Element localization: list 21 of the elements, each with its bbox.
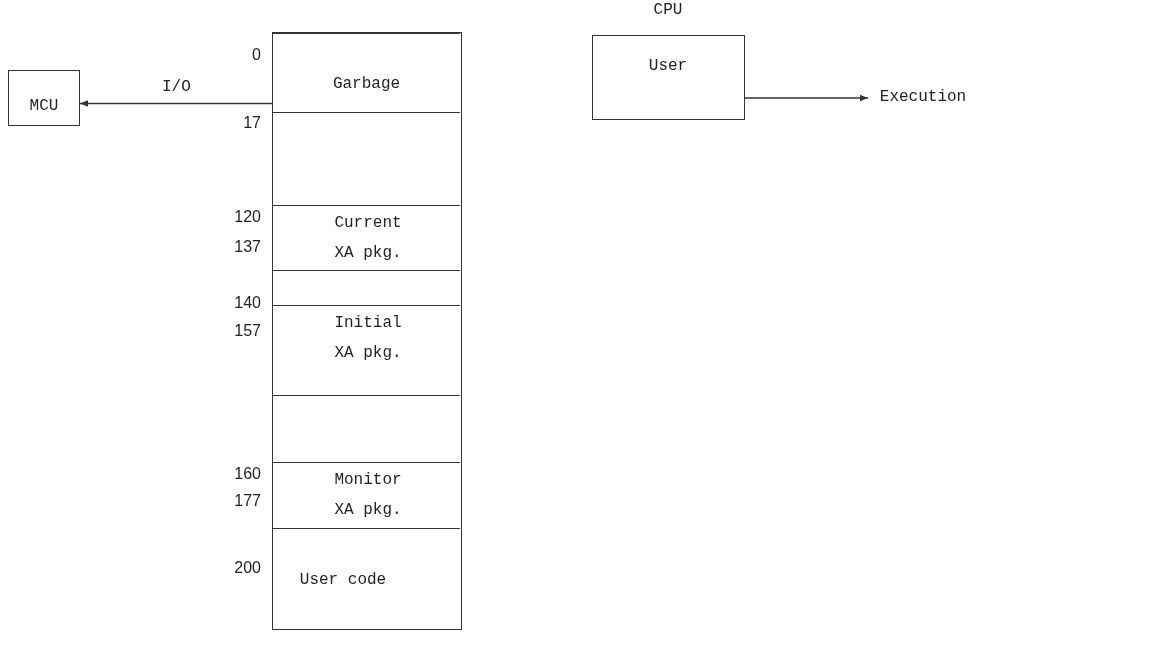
address-label: 120 bbox=[233, 208, 261, 226]
box-label: Monitor XA pkg. bbox=[333, 470, 403, 521]
box bbox=[8, 70, 80, 126]
arrow bbox=[79, 100, 274, 107]
box-label: Current XA pkg. bbox=[333, 213, 403, 264]
address-label: 17 bbox=[242, 114, 261, 132]
address-label: 0 bbox=[251, 46, 261, 64]
address-label: 157 bbox=[233, 322, 261, 340]
address-label: 177 bbox=[233, 492, 261, 510]
arrow bbox=[744, 94, 869, 102]
address-label: 137 bbox=[233, 238, 261, 256]
address-label: 160 bbox=[233, 465, 261, 483]
heading: CPU bbox=[652, 0, 684, 20]
box-label: Initial XA pkg. bbox=[333, 313, 403, 364]
box-label: MCU bbox=[28, 96, 60, 117]
box-label: Garbage bbox=[331, 74, 402, 95]
box-label: User code bbox=[298, 570, 388, 591]
output-label: Execution bbox=[878, 87, 968, 108]
address-label: 200 bbox=[233, 559, 261, 577]
box-label: User bbox=[647, 56, 689, 77]
address-label: 140 bbox=[233, 294, 261, 312]
